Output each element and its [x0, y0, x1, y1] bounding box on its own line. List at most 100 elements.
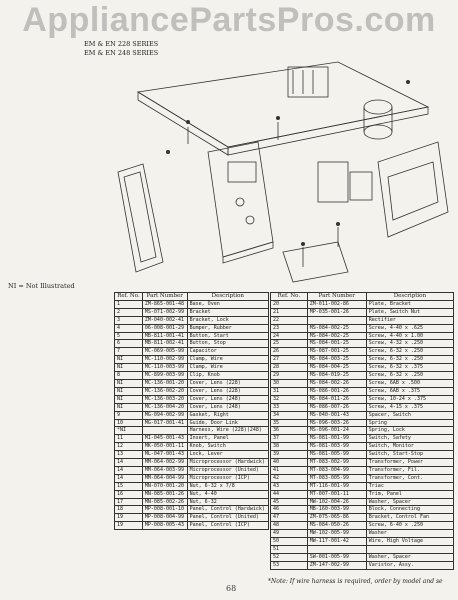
ref-cell: 17: [114, 497, 143, 507]
description-cell: Microprocessor (ICP): [186, 473, 270, 483]
part-number-cell: MK-050-001-11: [141, 442, 188, 452]
description-cell: Screw, 4-32 x .250: [365, 339, 455, 349]
ref-cell: NI: [114, 355, 143, 365]
ref-cell: 27: [270, 355, 308, 365]
description-cell: Plate, Bracket: [365, 299, 455, 309]
description-cell: Washer, Spacer: [365, 497, 455, 507]
ref-cell: 32: [270, 394, 308, 404]
table-row: *NI Harness, Wire (228)(248): [114, 426, 270, 436]
ref-cell: 29: [270, 371, 308, 380]
part-number-cell: MS-084-002-25: [306, 331, 367, 341]
part-number-cell: 06-008-001-29: [141, 323, 188, 333]
part-number-cell: MS-096-001-24: [306, 426, 367, 436]
watermark: AppliancePartsPros.com: [22, 1, 436, 39]
ref-cell: NI: [114, 402, 143, 412]
table-header-row: Ref. No. Part Number Description: [270, 292, 455, 301]
description-cell: Spacer, Switch: [365, 410, 455, 420]
ref-cell: 18: [114, 505, 143, 515]
description-cell: Capacitor: [186, 347, 270, 357]
description-cell: Washer, Spacer: [365, 552, 455, 562]
part-number-cell: MM-064-004-99: [141, 473, 188, 483]
part-number-cell: ZM-040-002-41: [141, 315, 188, 325]
part-number-header: Part Number: [306, 292, 367, 301]
description-cell: Spring, Lock: [365, 426, 455, 436]
description-cell: Panel, Control (Hardwick): [186, 505, 270, 515]
description-cell: Spring: [365, 418, 455, 428]
ref-cell: 30: [270, 378, 308, 388]
description-cell: Lock, Lever: [186, 450, 270, 460]
ref-cell: 3: [114, 315, 143, 325]
description-cell: Gasket, Right: [186, 410, 270, 420]
ref-cell: 16: [114, 489, 143, 499]
ref-cell: 14: [114, 473, 143, 483]
description-cell: Cover, Lens (248): [186, 402, 270, 412]
part-number-cell: MS-081-005-99: [306, 450, 367, 460]
ref-cell: NI: [114, 386, 143, 396]
description-cell: Switch, Monitor: [365, 442, 455, 452]
description-cell: Cover, Lens (228): [186, 378, 270, 388]
part-number-cell: MB-160-003-99: [306, 505, 367, 515]
ref-cell: 35: [270, 418, 308, 428]
part-number-cell: MW-102-005-99: [306, 529, 367, 539]
description-cell: Base, Oven: [186, 299, 270, 309]
description-cell: Bracket, Lock: [186, 315, 270, 325]
description-cell: Clip, Knob: [186, 371, 270, 380]
part-number-cell: MC-110-003-99: [141, 363, 188, 373]
part-number-cell: MC-899-003-99: [141, 371, 188, 380]
series-line-2: EM & EN 248 SERIES: [84, 49, 159, 57]
description-cell: Nut, 4-40: [186, 489, 270, 499]
description-cell: Screw, 6-32 x .250: [365, 347, 455, 357]
part-number-cell: MM-064-002-99: [141, 458, 188, 467]
part-number-cell: [306, 315, 367, 325]
description-cell: Panel, Control (ICP): [186, 521, 270, 531]
description-cell: Switch, Start-Stop: [365, 450, 455, 460]
description-cell: Transformer, Cont.: [365, 473, 455, 483]
description-cell: Plate, Switch Nut: [365, 307, 455, 317]
description-cell: Screw, 6-32 x .375: [365, 363, 455, 373]
part-number-cell: MS-081-001-99: [306, 434, 367, 444]
description-cell: Triac: [365, 481, 455, 491]
ref-cell: 19: [114, 521, 143, 531]
description-cell: Panel, Control (United): [186, 513, 270, 523]
ref-cell: 10: [114, 418, 143, 428]
ref-cell: 31: [270, 386, 308, 396]
table-header-row: Ref. No. Part Number Description: [114, 292, 270, 301]
ref-cell: 45: [270, 497, 308, 507]
ref-cell: 9: [114, 410, 143, 420]
ref-cell: 8: [114, 371, 143, 380]
ref-cell: 15: [114, 481, 143, 491]
ref-cell: 1: [114, 299, 143, 309]
ref-cell: 26: [270, 347, 308, 357]
page-number: 68: [226, 584, 237, 593]
description-cell: Screw, 4-40 x 1.00: [365, 331, 455, 341]
ref-cell: 34: [270, 410, 308, 420]
ref-cell: NI: [114, 394, 143, 404]
ref-cell: 7: [114, 347, 143, 357]
description-cell: Harness, Wire (228)(248): [186, 426, 270, 436]
ref-cell: 23: [270, 323, 308, 333]
description-cell: Trim, Panel: [365, 489, 455, 499]
description-cell: Bracket: [186, 307, 270, 317]
ref-cell: 12: [114, 442, 143, 452]
ref-cell: *NI: [114, 426, 143, 436]
table-row: 51: [270, 545, 455, 554]
